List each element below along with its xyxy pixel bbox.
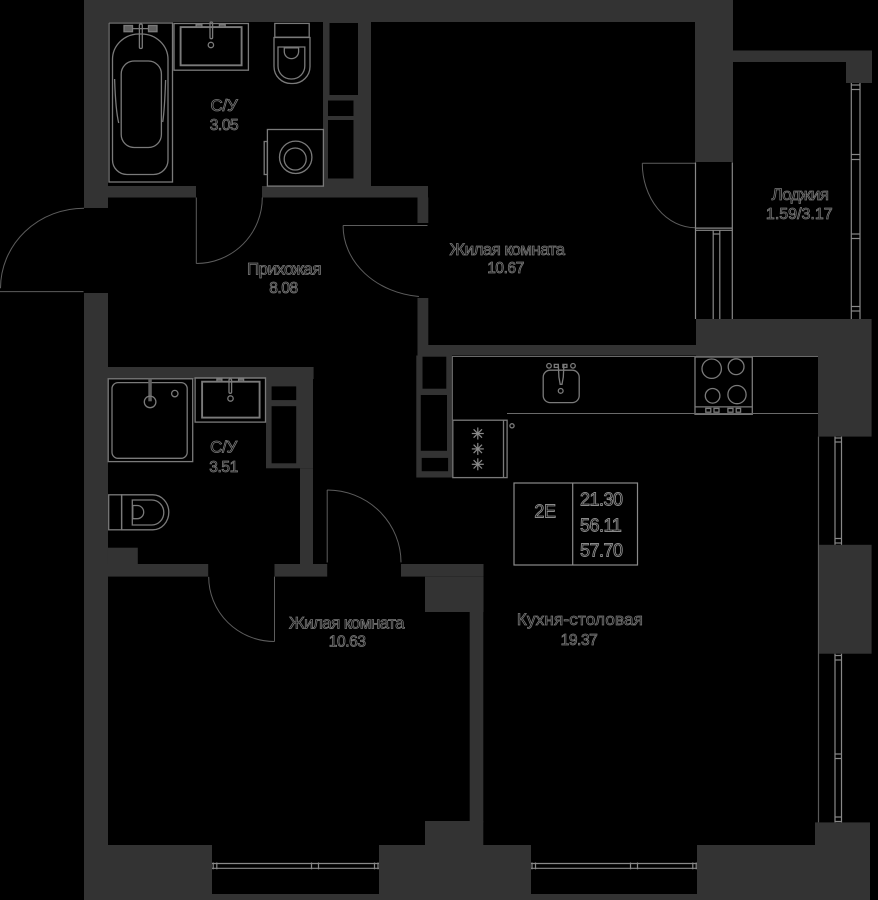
svg-text:19.37: 19.37 (561, 632, 598, 649)
svg-text:57.70: 57.70 (580, 541, 623, 561)
svg-text:21.30: 21.30 (580, 490, 623, 510)
svg-text:С/У: С/У (210, 438, 237, 457)
svg-text:8.08: 8.08 (269, 280, 298, 297)
svg-text:3.51: 3.51 (209, 459, 238, 476)
svg-text:2Е: 2Е (534, 502, 556, 522)
svg-text:3.05: 3.05 (210, 117, 239, 134)
svg-text:Лоджия: Лоджия (772, 185, 829, 204)
svg-text:56.11: 56.11 (580, 516, 622, 536)
svg-text:Кухня-столовая: Кухня-столовая (517, 610, 643, 629)
svg-text:Жилая комната: Жилая комната (450, 240, 566, 259)
svg-text:Прихожая: Прихожая (247, 259, 321, 278)
svg-text:С/У: С/У (211, 96, 238, 115)
svg-text:Жилая комната: Жилая комната (289, 613, 405, 632)
svg-text:10.67: 10.67 (487, 260, 524, 277)
svg-text:10.63: 10.63 (329, 634, 366, 651)
svg-text:1.59/3.17: 1.59/3.17 (766, 206, 833, 223)
